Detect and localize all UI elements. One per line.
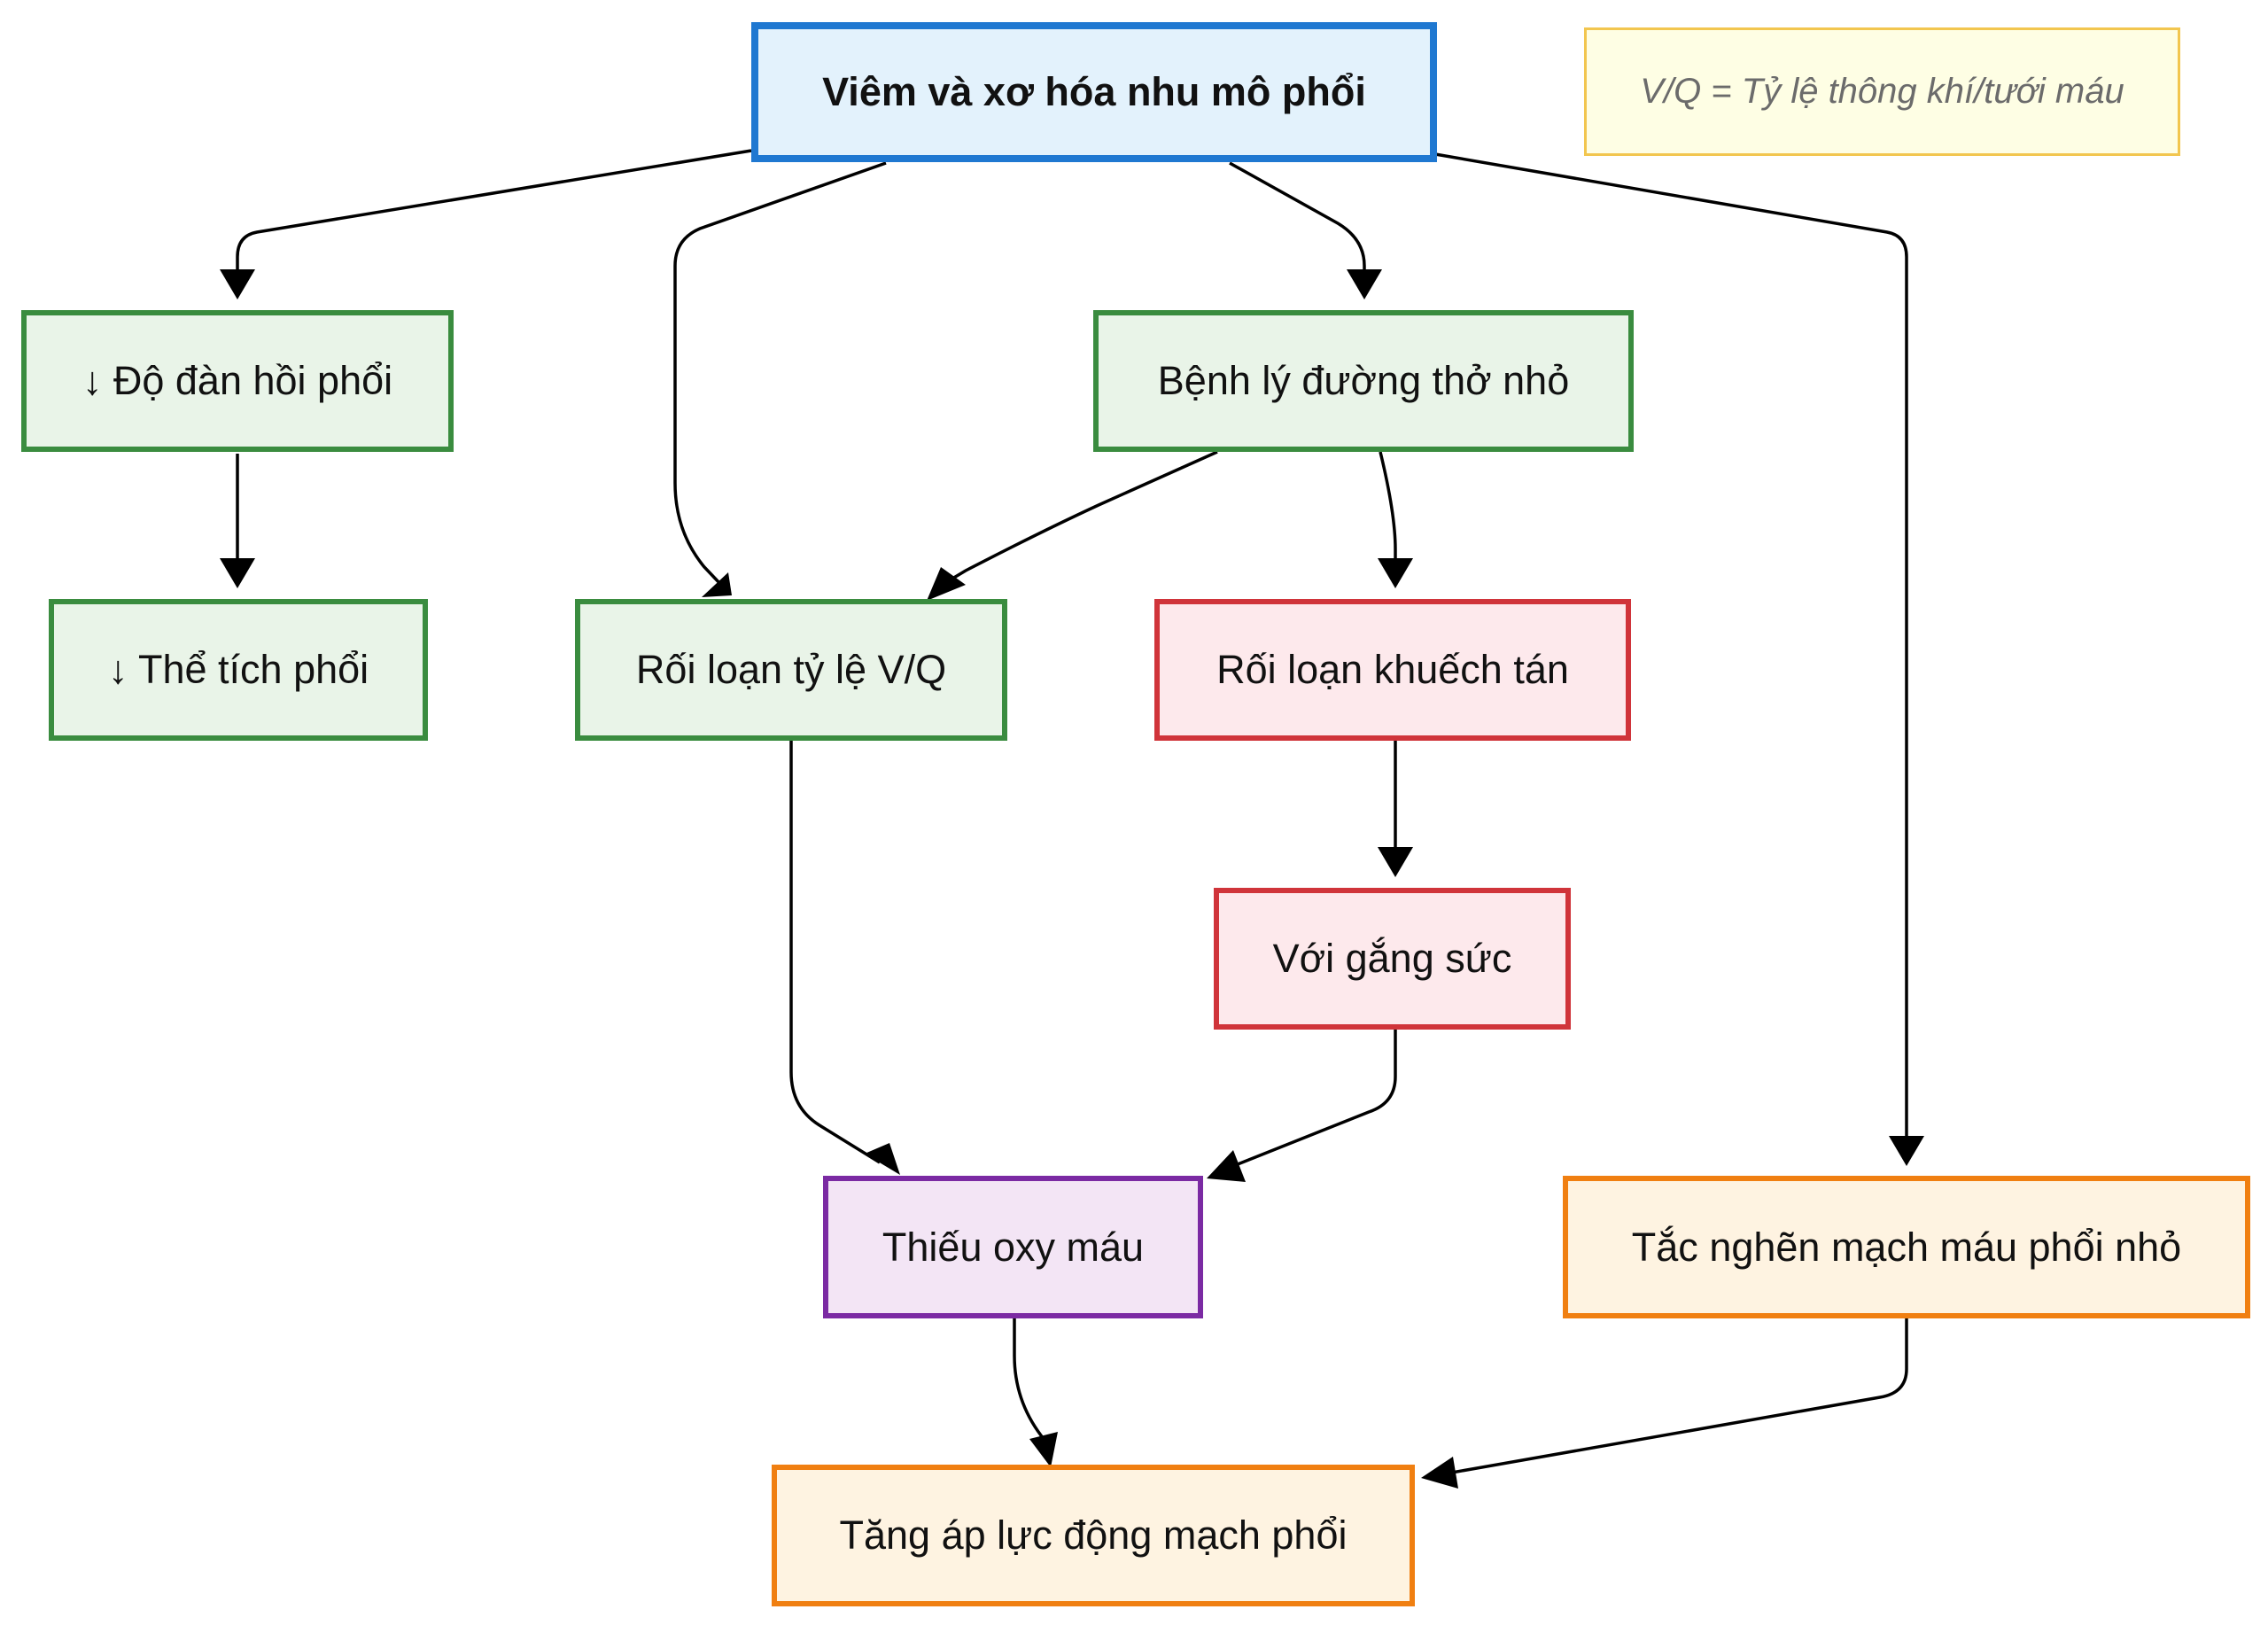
node-diffusion-label: Rối loạn khuếch tán xyxy=(1216,647,1569,692)
node-vq[interactable]: Rối loạn tỷ lệ V/Q xyxy=(575,599,1007,741)
legend-note-text: V/Q = Tỷ lệ thông khí/tưới máu xyxy=(1640,72,2124,111)
arrowhead-exertion xyxy=(1378,847,1413,877)
node-vq-label: Rối loạn tỷ lệ V/Q xyxy=(635,647,947,692)
node-exertion-label: Với gắng sức xyxy=(1272,936,1512,981)
node-root-label: Viêm và xơ hóa nhu mô phổi xyxy=(822,69,1366,114)
node-volume-label: ↓ Thể tích phổi xyxy=(107,647,369,692)
arrowhead-vessel-obstruction xyxy=(1889,1136,1924,1166)
arrowhead-diffusion xyxy=(1378,558,1413,588)
edge-small-airway-to-diffusion xyxy=(1379,451,1397,562)
arrowhead-elasticity xyxy=(220,269,255,299)
arrowhead-pulmonary-hypertension-from-hypoxemia xyxy=(1029,1432,1058,1467)
edge-root-to-elasticity xyxy=(236,149,752,271)
edge-hypoxemia-to-pulmonary-hypertension xyxy=(1013,1318,1047,1443)
arrowhead-vq-from-root xyxy=(702,572,732,597)
node-small-airway-label: Bệnh lý đường thở nhỏ xyxy=(1157,358,1570,403)
arrowhead-vq-from-small-airway xyxy=(927,567,966,601)
node-hypoxemia[interactable]: Thiếu oxy máu xyxy=(823,1176,1203,1318)
edge-root-to-small-airway xyxy=(1229,161,1366,271)
node-hypoxemia-label: Thiếu oxy máu xyxy=(882,1224,1145,1270)
node-volume[interactable]: ↓ Thể tích phổi xyxy=(49,599,428,741)
arrowhead-volume xyxy=(220,558,255,588)
node-root[interactable]: Viêm và xơ hóa nhu mô phổi xyxy=(751,22,1437,162)
node-elasticity-label: ↓ Độ đàn hồi phổi xyxy=(82,358,393,403)
legend-note: V/Q = Tỷ lệ thông khí/tưới máu xyxy=(1584,27,2180,156)
edge-vq-to-hypoxemia xyxy=(789,741,881,1164)
node-elasticity[interactable]: ↓ Độ đàn hồi phổi xyxy=(21,310,454,452)
arrowhead-hypoxemia-from-exertion xyxy=(1207,1150,1246,1182)
node-pulmonary-hypertension-label: Tăng áp lực động mạch phổi xyxy=(839,1512,1348,1558)
node-vessel-obstruction-label: Tắc nghẽn mạch máu phổi nhỏ xyxy=(1631,1224,2182,1270)
edge-root-to-vq xyxy=(673,161,887,587)
node-diffusion[interactable]: Rối loạn khuếch tán xyxy=(1154,599,1631,741)
arrowhead-pulmonary-hypertension-from-vessel xyxy=(1421,1457,1458,1489)
arrowhead-small-airway xyxy=(1347,269,1382,299)
node-small-airway[interactable]: Bệnh lý đường thở nhỏ xyxy=(1093,310,1634,452)
node-pulmonary-hypertension[interactable]: Tăng áp lực động mạch phổi xyxy=(772,1465,1415,1606)
arrowhead-hypoxemia-from-vq xyxy=(865,1143,900,1175)
node-exertion[interactable]: Với gắng sức xyxy=(1214,888,1571,1030)
edge-small-airway-to-vq xyxy=(947,450,1218,583)
edge-vessel-obstruction-to-pulmonary-hypertension xyxy=(1446,1318,1908,1475)
edge-exertion-to-hypoxemia xyxy=(1232,1030,1397,1168)
node-vessel-obstruction[interactable]: Tắc nghẽn mạch máu phổi nhỏ xyxy=(1563,1176,2250,1318)
edge-root-to-vessel-obstruction xyxy=(1434,152,1908,1143)
